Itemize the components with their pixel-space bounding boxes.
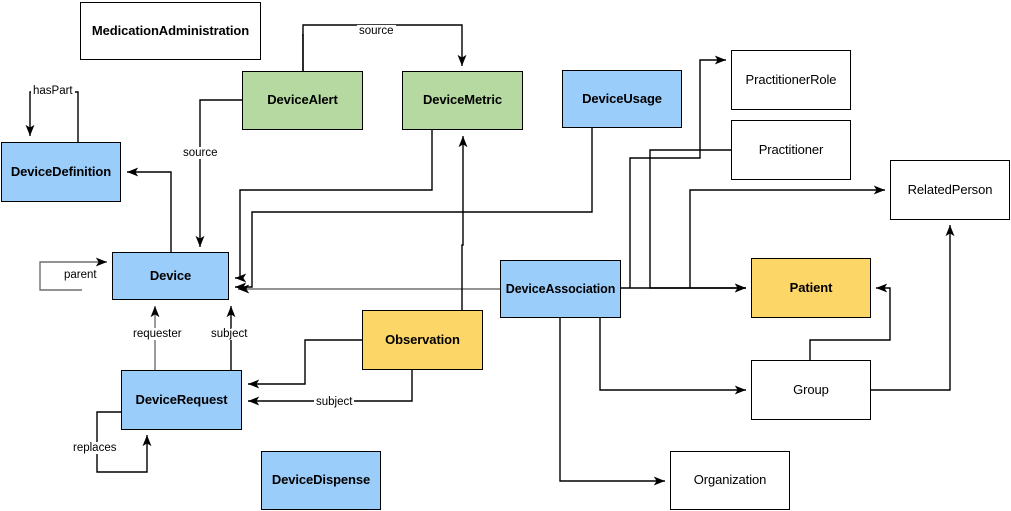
node-devicedispense[interactable]: DeviceDispense (261, 451, 381, 510)
edge-observation-devicerequest-subject (248, 370, 413, 406)
node-devicerequest[interactable]: DeviceRequest (121, 370, 242, 430)
edge-group-relatedperson (871, 225, 955, 391)
edge-device-devicedefinition (126, 167, 172, 252)
node-deviceusage[interactable]: DeviceUsage (562, 70, 682, 128)
edge-label-subject-devicerequest: subject (314, 396, 355, 408)
node-group[interactable]: Group (751, 360, 871, 420)
node-organization[interactable]: Organization (670, 451, 790, 510)
edge-label-source-devicemetric: source (357, 25, 396, 37)
edge-devicedefinition-haspart (25, 91, 79, 142)
edge-label-haspart: hasPart (31, 85, 75, 97)
edge-label-subject-device: subject (209, 328, 250, 340)
edge-practitioner-relatedperson (689, 185, 885, 288)
node-device[interactable]: Device (112, 252, 229, 300)
edge-label-replaces: replaces (71, 442, 119, 454)
edge-devicealert-device-source (195, 99, 242, 247)
node-practitioner[interactable]: Practitioner (731, 120, 851, 180)
edge-observation-devicemetric (458, 136, 468, 310)
node-practitionerrole[interactable]: PractitionerRole (731, 50, 851, 110)
edge-devicemetric-device (235, 130, 433, 283)
edge-deviceassociation-organization (559, 318, 665, 486)
edge-label-parent: parent (62, 269, 99, 281)
node-observation[interactable]: Observation (362, 310, 483, 370)
node-deviceassociation[interactable]: DeviceAssociation (500, 260, 621, 318)
edge-observation-devicerequest (248, 339, 362, 389)
edge-label-source-device: source (181, 147, 220, 159)
node-devicedefinition[interactable]: DeviceDefinition (1, 142, 121, 202)
node-patient[interactable]: Patient (751, 258, 871, 318)
edge-deviceusage-practitionerrole (629, 55, 726, 288)
node-relatedperson[interactable]: RelatedPerson (890, 160, 1010, 220)
edge-device-parent-self (39, 257, 107, 291)
edge-label-requester: requester (131, 328, 184, 340)
node-medicationadministration[interactable]: MedicationAdministration (80, 2, 261, 60)
edge-devicerequest-replaces-self (96, 411, 152, 473)
edge-group-patient (809, 283, 891, 360)
edge-deviceassociation-group (599, 318, 746, 395)
node-devicemetric[interactable]: DeviceMetric (402, 71, 523, 130)
node-devicealert[interactable]: DeviceAlert (242, 71, 363, 130)
